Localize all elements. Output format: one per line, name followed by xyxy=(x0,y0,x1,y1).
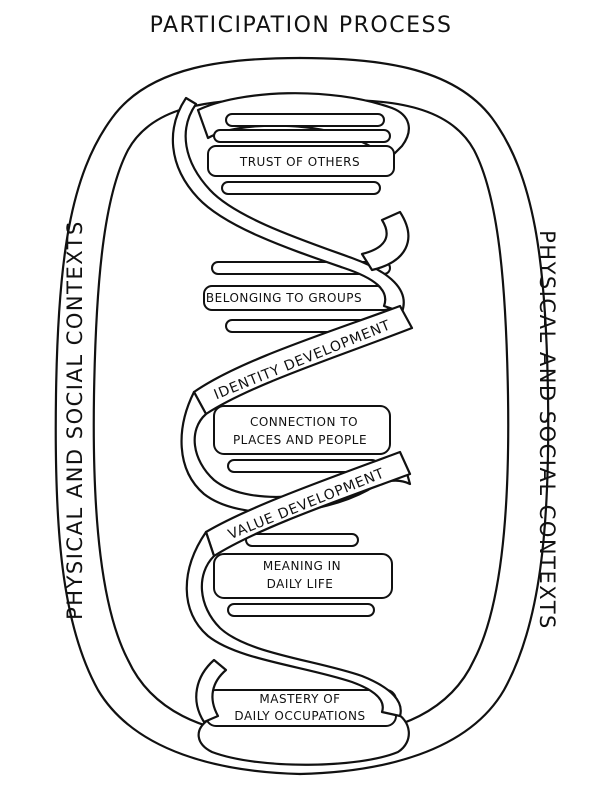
rung-label-meaning-2: DAILY LIFE xyxy=(267,577,334,591)
rung-label-mastery-2: DAILY OCCUPATIONS xyxy=(234,709,365,723)
front-strand-2 xyxy=(362,212,408,270)
rung-low-2 xyxy=(228,604,374,616)
rung-label-mastery-1: MASTERY OF xyxy=(259,692,340,706)
rung-label-connection-2: PLACES AND PEOPLE xyxy=(233,433,367,447)
rung-top-1 xyxy=(226,114,384,126)
rung-label-belonging: BELONGING TO GROUPS xyxy=(206,291,362,305)
rung-label-meaning-1: MEANING IN xyxy=(263,559,341,573)
left-context-label: PHYSICAL AND SOCIAL CONTEXTS xyxy=(63,220,87,620)
rung-top-2 xyxy=(214,130,390,142)
rung-top-3 xyxy=(222,182,380,194)
diagram-title: PARTICIPATION PROCESS xyxy=(150,13,453,38)
rung-label-connection-1: CONNECTION TO xyxy=(250,415,358,429)
rung-low-1 xyxy=(246,534,358,546)
rung-label-trust: TRUST OF OTHERS xyxy=(239,155,360,169)
right-context-label: PHYSICAL AND SOCIAL CONTEXTS xyxy=(535,230,559,630)
